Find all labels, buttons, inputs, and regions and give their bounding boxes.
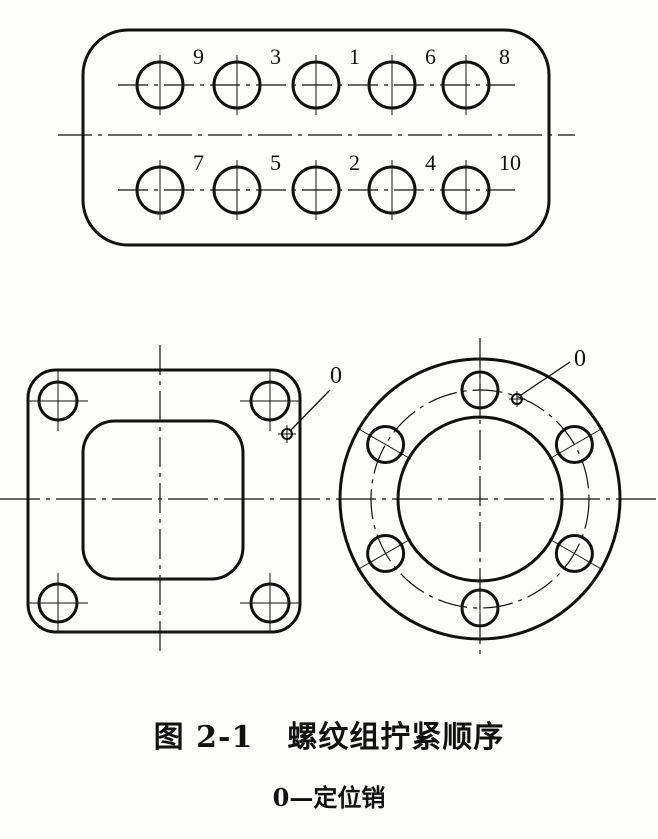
round-flange-bolt-holes (356, 357, 604, 641)
figure-number: 图 2-1 (153, 720, 254, 755)
bolt-order-label-upper-4: 6 (425, 44, 436, 69)
upper-row-holes (135, 55, 491, 115)
round-bolt-hole-1 (460, 357, 500, 419)
square-bolt-hole-1 (28, 371, 88, 431)
round-bolt-hole-radial-line (549, 538, 604, 571)
bolt-hole-upper-4 (367, 55, 417, 115)
bolt-hole-upper-2 (212, 55, 262, 115)
bolt-order-label-lower-3: 2 (349, 150, 360, 175)
round-bolt-hole-circle (366, 425, 406, 464)
bolt-hole-upper-3 (291, 55, 341, 115)
round-bolt-hole-radial-line (356, 427, 411, 460)
square-bolt-hole-4 (240, 573, 300, 633)
round-flange-pin-label: 0 (574, 346, 586, 372)
round-bolt-hole-2 (549, 425, 604, 464)
square-bolt-hole-3 (28, 573, 88, 633)
bolt-hole-upper-1 (135, 55, 185, 115)
bolt-hole-lower-4 (367, 160, 417, 220)
round-bolt-hole-5 (356, 534, 411, 573)
lower-row-labels: 7 5 2 4 10 (193, 150, 521, 175)
bolt-order-label-lower-1: 7 (193, 150, 204, 175)
figure-caption: 图 2-1 螺纹组拧紧顺序 (0, 712, 658, 756)
bolt-order-label-lower-4: 4 (425, 150, 436, 175)
lower-row-holes (135, 160, 491, 220)
round-bolt-hole-6 (356, 425, 411, 464)
bolt-hole-lower-5 (441, 160, 491, 220)
round-bolt-hole-circle (554, 425, 594, 464)
square-bolt-hole-2 (240, 371, 300, 431)
square-pin-leader (290, 389, 331, 431)
round-bolt-hole-radial-line (549, 427, 604, 460)
rect-plate-outline (81, 28, 551, 247)
square-flange (0, 345, 658, 655)
round-pin-leader (520, 361, 571, 396)
bolt-hole-lower-3 (291, 160, 341, 220)
upper-row-labels: 9 3 1 6 8 (193, 44, 510, 69)
bolt-order-label-upper-5: 8 (499, 44, 510, 69)
round-bolt-hole-4 (460, 579, 500, 641)
square-flange-opening (81, 419, 245, 581)
round-flange (338, 338, 622, 655)
bolt-order-label-upper-1: 9 (193, 44, 204, 69)
bolt-hole-lower-2 (212, 160, 262, 220)
square-flange-outline (26, 368, 302, 634)
square-flange-bolt-holes (28, 371, 300, 633)
bolt-order-label-upper-2: 3 (270, 44, 281, 69)
figure-title: 螺纹组拧紧顺序 (287, 720, 505, 755)
bolt-hole-lower-1 (135, 160, 185, 220)
bolt-order-label-lower-5: 10 (499, 150, 521, 175)
round-bolt-hole-circle (554, 534, 594, 573)
round-bolt-hole-3 (549, 534, 604, 573)
round-bolt-hole-radial-line (356, 538, 411, 571)
bolt-order-label-upper-3: 1 (349, 44, 360, 69)
round-bolt-hole-circle (366, 534, 406, 573)
figure-legend: 0—定位销 (272, 783, 386, 812)
rectangular-bolt-pattern (58, 28, 575, 247)
bolt-order-label-lower-2: 5 (270, 150, 281, 175)
bolt-hole-upper-5 (441, 55, 491, 115)
square-flange-pin-label: 0 (330, 363, 342, 389)
diagram-figure: 9 3 1 6 8 7 5 2 4 10 0 0 (0, 28, 658, 655)
